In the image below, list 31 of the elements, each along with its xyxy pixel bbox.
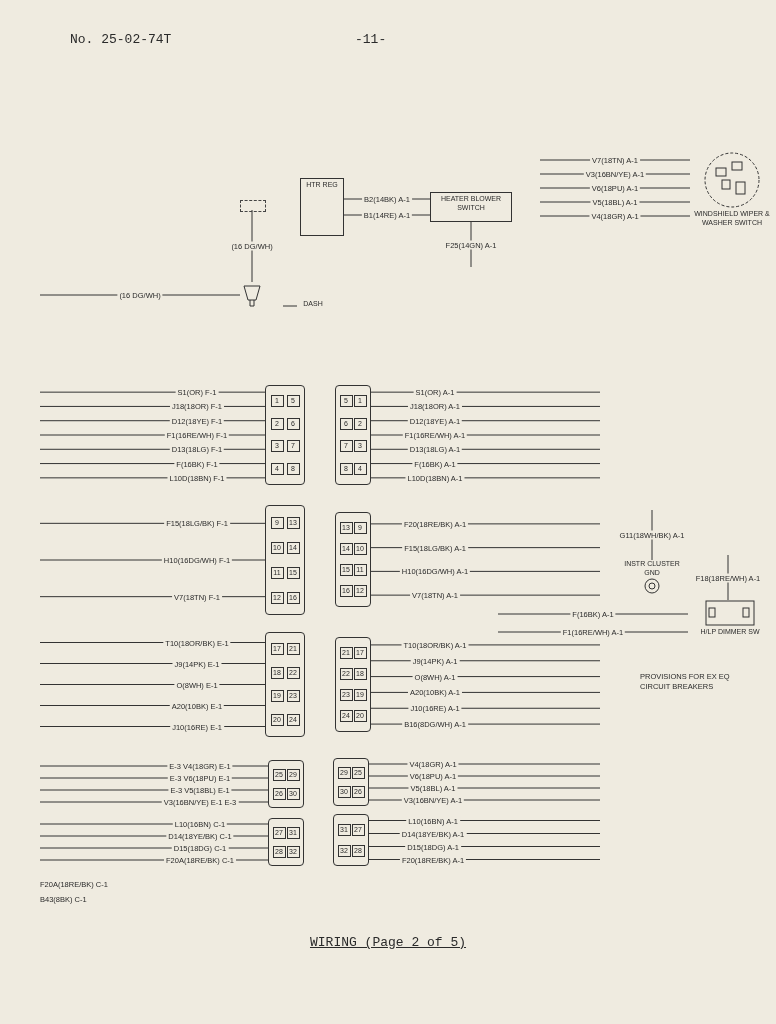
page-number: -11- [355, 32, 387, 47]
wire [39, 294, 241, 296]
connector-block [265, 632, 305, 737]
connector-block [335, 637, 371, 732]
leader-line [282, 305, 298, 307]
wire [370, 477, 601, 479]
connector-block [333, 758, 369, 806]
wire [497, 613, 689, 615]
wire [651, 509, 653, 561]
connector-block [268, 760, 304, 808]
connector-block [265, 385, 305, 485]
wire [39, 823, 269, 825]
wire [39, 477, 266, 479]
wire [368, 799, 601, 801]
wire [370, 391, 601, 393]
wire [368, 775, 601, 777]
wire [368, 787, 601, 789]
wire [370, 594, 601, 596]
connector-block [333, 814, 369, 866]
connector-block [268, 818, 304, 866]
wire [368, 763, 601, 765]
document-number: No. 25-02-74T [70, 32, 172, 47]
connector-plug [240, 200, 266, 212]
connector-block [335, 385, 371, 485]
connector-block [265, 505, 305, 615]
wire [39, 391, 266, 393]
resistor-box [300, 178, 344, 236]
caption: WIRING (Page 2 of 5) [309, 935, 467, 950]
wire [251, 209, 253, 283]
switch-box [430, 192, 512, 222]
connector-block [335, 512, 371, 607]
